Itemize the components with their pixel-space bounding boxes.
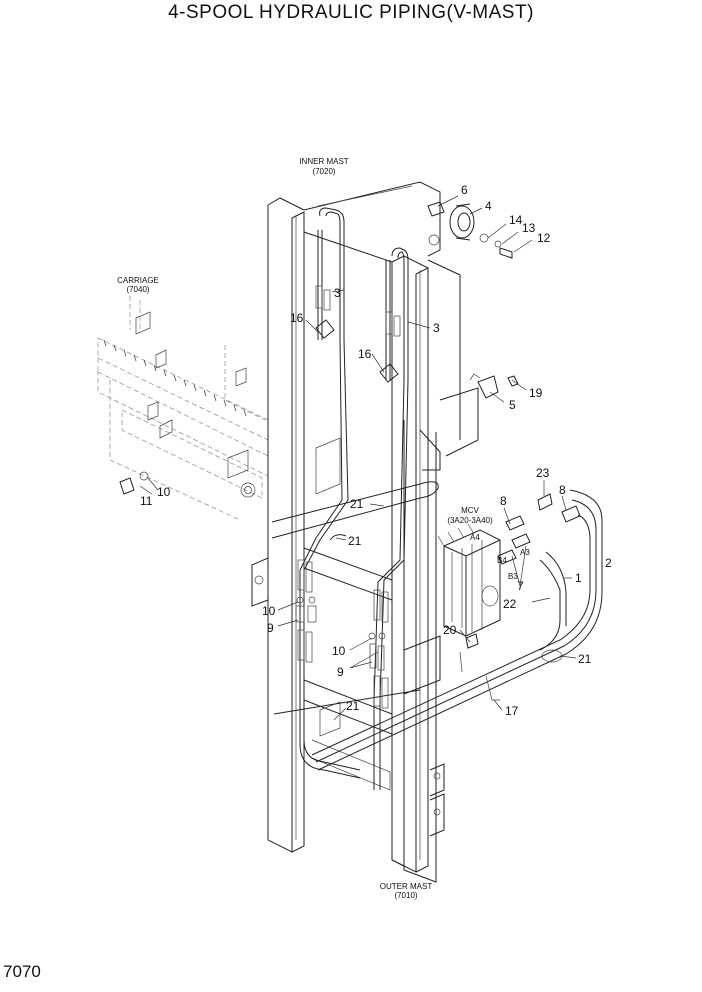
callout-16-lower: 16	[358, 347, 372, 361]
callout-10-upper: 10	[262, 604, 276, 618]
callout-8-left: 8	[500, 494, 507, 508]
inner-mast-code: (7020)	[312, 167, 335, 176]
callout-19: 19	[529, 386, 543, 400]
port-label-b3: B3	[508, 572, 518, 581]
hoses	[271, 207, 603, 790]
callout-16-upper: 16	[290, 311, 304, 325]
callout-21-d: 21	[346, 699, 360, 713]
callout-23: 23	[536, 466, 550, 480]
callout-10-lower: 10	[332, 644, 346, 658]
inner-mast-label: INNER MAST	[299, 157, 348, 166]
callout-13: 13	[522, 221, 536, 235]
callout-1: 1	[575, 571, 582, 585]
outer-mast-label: OUTER MAST	[380, 882, 433, 891]
callout-3-right: 3	[433, 321, 440, 335]
hose-fittings	[295, 285, 401, 709]
callout-14: 14	[509, 213, 523, 227]
callout-2: 2	[605, 556, 612, 570]
callout-leaders	[139, 195, 577, 721]
outer-mast	[311, 259, 479, 883]
callout-5: 5	[509, 398, 516, 412]
callout-21-b: 21	[348, 534, 362, 548]
outer-mast-code: (7010)	[394, 891, 417, 900]
callout-22: 22	[503, 597, 517, 611]
mcv-valve	[437, 493, 581, 649]
callout-11: 11	[140, 494, 153, 508]
callout-numbers: 6 4 14 13 12 3 3 16 16 19 5 23 8 8 2 1 7…	[140, 183, 612, 718]
page-title: 4-SPOOL HYDRAULIC PIPING(V-MAST)	[168, 2, 534, 23]
mcv-code: (3A20-3A40)	[447, 516, 493, 525]
callout-20: 20	[443, 623, 457, 637]
carriage-label: CARRIAGE	[117, 276, 159, 285]
callout-21-c: 21	[578, 652, 592, 666]
port-label-b4: B4	[497, 556, 507, 565]
port-label-a4: A4	[470, 533, 480, 542]
callout-3-left: 3	[334, 286, 341, 300]
callout-9-upper: 9	[267, 621, 274, 635]
callout-7: 7	[517, 579, 524, 593]
carriage-frame	[97, 296, 269, 521]
callout-12: 12	[537, 231, 551, 245]
callout-4: 4	[485, 199, 492, 213]
callout-21-a: 21	[350, 497, 364, 511]
callout-17: 17	[505, 704, 519, 718]
callout-6: 6	[461, 183, 468, 197]
inner-mast	[251, 181, 441, 873]
assembly-labels: INNER MAST (7020) CARRIAGE (7040) OUTER …	[117, 157, 530, 900]
carriage-code: (7040)	[126, 285, 149, 294]
callout-9-lower: 9	[337, 665, 344, 679]
page-number: 7070	[3, 962, 41, 981]
callout-8-right: 8	[559, 483, 566, 497]
mcv-label: MCV	[461, 506, 479, 515]
callout-10-carriage: 10	[157, 485, 171, 499]
